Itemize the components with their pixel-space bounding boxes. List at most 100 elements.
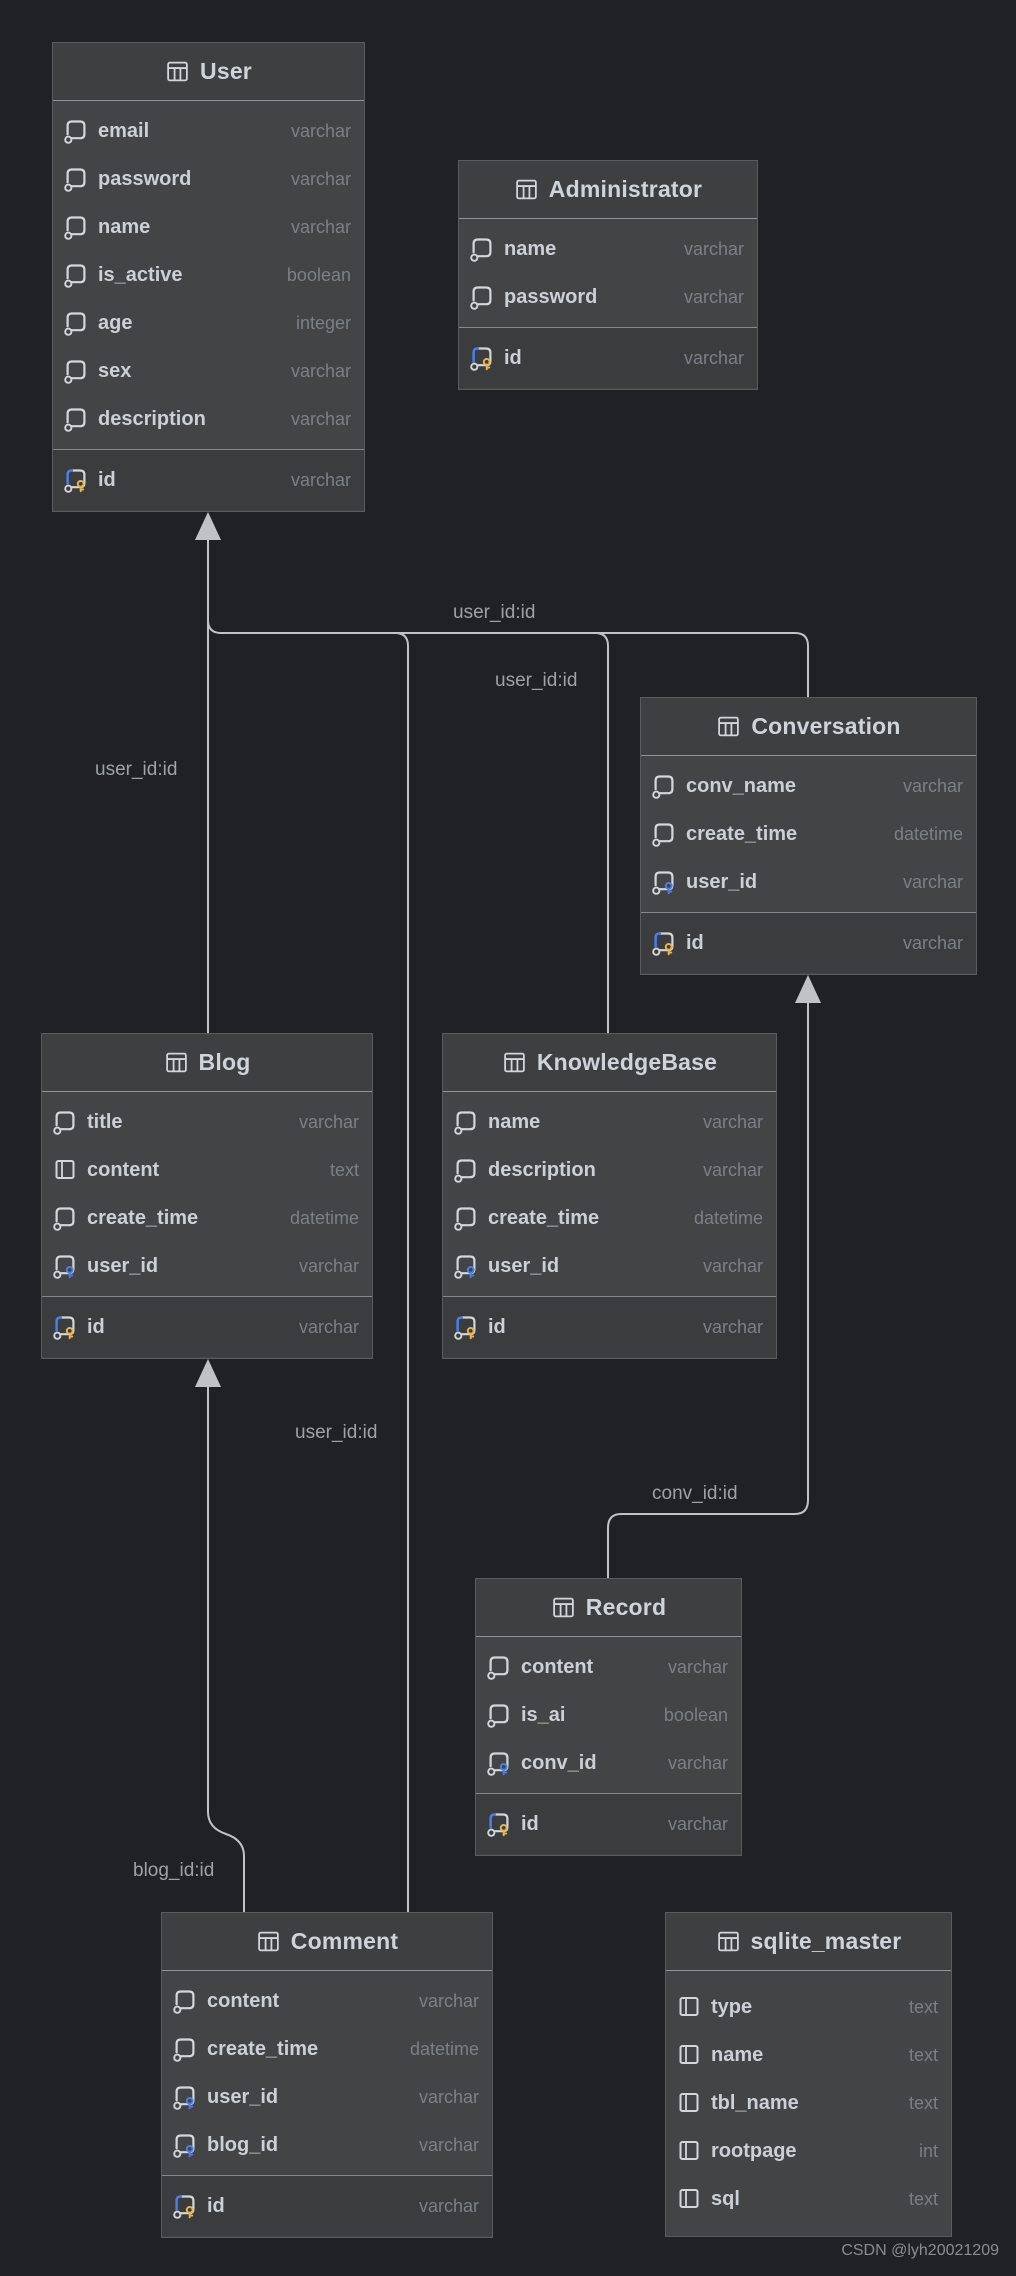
column-name: id: [207, 2194, 225, 2217]
table-column-row: password varchar: [53, 155, 364, 203]
column-name: create_time: [87, 1206, 199, 1229]
column-icon: [52, 1109, 78, 1135]
foreign-key-icon: [651, 869, 677, 895]
column-type: text: [908, 2092, 938, 2113]
column-type: varchar: [667, 1656, 728, 1677]
column-name: user_id: [207, 2085, 279, 2108]
relationship-line[interactable]: [570, 632, 609, 1035]
column-icon: [63, 406, 89, 432]
column-name: blog_id: [207, 2133, 279, 2156]
table-header[interactable]: Conversation: [641, 698, 976, 756]
text-column-icon: [676, 2090, 702, 2116]
table-header[interactable]: KnowledgeBase: [443, 1034, 776, 1092]
column-name: tbl_name: [711, 2091, 799, 2114]
column-type: varchar: [902, 871, 963, 892]
foreign-key-icon: [453, 1253, 479, 1279]
column-type: varchar: [298, 1316, 359, 1337]
column-name: name: [488, 1110, 541, 1133]
column-icon: [63, 118, 89, 144]
foreign-key-icon: [172, 2132, 198, 2158]
column-type: boolean: [663, 1704, 728, 1725]
table-column-row: name varchar: [53, 203, 364, 251]
table-column-row: blog_id varchar: [162, 2121, 492, 2169]
table-column-row: id varchar: [641, 919, 976, 967]
column-icon: [63, 214, 89, 240]
relationship-line[interactable]: [207, 538, 809, 699]
table-column-row: id varchar: [42, 1303, 372, 1351]
table-column-row: id varchar: [476, 1800, 741, 1848]
column-name: create_time: [488, 1206, 600, 1229]
column-name: password: [98, 167, 192, 190]
table-node[interactable]: Blog title varchar content text create_t…: [41, 1033, 373, 1359]
table-column-row: user_id varchar: [42, 1242, 372, 1290]
column-type: varchar: [298, 1111, 359, 1132]
column-type: varchar: [702, 1111, 763, 1132]
table-column-row: name varchar: [443, 1098, 776, 1146]
relationship-line[interactable]: [380, 632, 409, 1914]
table-header[interactable]: Administrator: [459, 161, 757, 219]
relationship-arrowhead: [795, 975, 821, 1003]
column-type: varchar: [290, 408, 351, 429]
column-icon: [453, 1109, 479, 1135]
table-column-row: create_time datetime: [162, 2025, 492, 2073]
column-icon: [651, 821, 677, 847]
column-name: email: [98, 119, 150, 142]
relationship-line[interactable]: [207, 1387, 245, 1914]
column-type: varchar: [902, 932, 963, 953]
text-column-icon: [676, 2138, 702, 2164]
column-name: is_ai: [521, 1703, 566, 1726]
table-column-row: conv_id varchar: [476, 1739, 741, 1787]
relationship-line[interactable]: [607, 1003, 809, 1580]
table-node[interactable]: KnowledgeBase name varchar description v…: [442, 1033, 777, 1359]
table-header[interactable]: sqlite_master: [666, 1913, 951, 1971]
primary-key-icon: [172, 2193, 198, 2219]
column-type: varchar: [418, 1990, 479, 2011]
column-icon: [453, 1157, 479, 1183]
column-name: title: [87, 1110, 123, 1133]
relationship-label: conv_id:id: [652, 1483, 738, 1504]
column-name: age: [98, 311, 133, 334]
column-type: text: [908, 1996, 938, 2017]
table-title: Blog: [198, 1049, 251, 1075]
table-node[interactable]: Record content varchar is_ai boolean con…: [475, 1578, 742, 1856]
table-icon: [514, 177, 539, 202]
column-name: type: [711, 1995, 753, 2018]
foreign-key-icon: [172, 2084, 198, 2110]
column-type: varchar: [902, 775, 963, 796]
column-type: datetime: [409, 2038, 479, 2059]
relationship-label: user_id:id: [495, 670, 578, 691]
table-column-row: content varchar: [476, 1643, 741, 1691]
table-header[interactable]: User: [53, 43, 364, 101]
watermark: CSDN @lyh20021209: [841, 2242, 999, 2259]
table-header[interactable]: Comment: [162, 1913, 492, 1971]
table-icon: [502, 1050, 527, 1075]
table-node[interactable]: User email varchar password varchar name…: [52, 42, 365, 512]
table-column-row: type text: [666, 1983, 951, 2031]
table-header[interactable]: Record: [476, 1579, 741, 1637]
relationship-arrowhead: [195, 512, 221, 540]
table-node[interactable]: Comment content varchar create_time date…: [161, 1912, 493, 2238]
table-column-row: id varchar: [162, 2182, 492, 2230]
table-title: Administrator: [548, 176, 703, 202]
table-column-row: user_id varchar: [162, 2073, 492, 2121]
column-name: content: [207, 1989, 280, 2012]
table-column-row: password varchar: [459, 273, 757, 321]
table-node[interactable]: sqlite_master type text name text tbl_na…: [665, 1912, 952, 2237]
table-node[interactable]: Administrator name varchar password varc…: [458, 160, 758, 390]
table-icon: [716, 1929, 741, 1954]
primary-key-icon: [486, 1811, 512, 1837]
column-name: conv_id: [521, 1751, 597, 1774]
column-icon: [651, 773, 677, 799]
column-type: varchar: [290, 360, 351, 381]
table-column-row: id varchar: [443, 1303, 776, 1351]
table-header[interactable]: Blog: [42, 1034, 372, 1092]
table-column-row: description varchar: [53, 395, 364, 443]
table-node[interactable]: Conversation conv_name varchar create_ti…: [640, 697, 977, 975]
column-type: varchar: [418, 2086, 479, 2107]
table-column-row: user_id varchar: [641, 858, 976, 906]
column-name: sex: [98, 359, 132, 382]
primary-key-icon: [469, 345, 495, 371]
column-name: user_id: [488, 1254, 560, 1277]
primary-key-icon: [651, 930, 677, 956]
